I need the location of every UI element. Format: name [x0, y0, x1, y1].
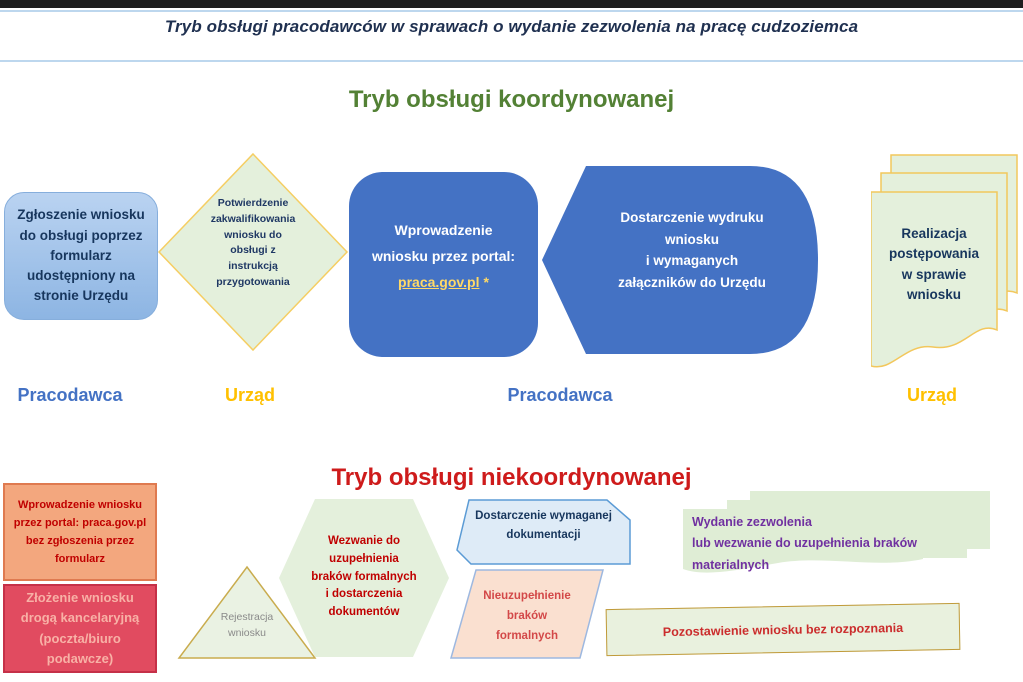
registration-triangle-shape	[177, 565, 317, 659]
step-deliver-docs-text: Dostarczenie wymaganej dokumentacji	[475, 510, 612, 541]
step-permit-or-call-text: Wydanie zezwolenia lub wezwanie do uzupe…	[692, 515, 918, 572]
title-separator-top	[0, 10, 1023, 12]
step-portal-no-form-box: Wprowadzenie wniosku przez portal: praca…	[3, 483, 157, 581]
call-to-complete-hexagon-shape	[279, 499, 449, 657]
actor-label-pracodawca-2: Pracodawca	[507, 385, 613, 405]
not-completed-parallelogram-shape	[450, 569, 604, 659]
coordinated-section-heading: Tryb obsługi koordynowanej	[348, 86, 675, 113]
step-left-unprocessed-text: Pozostawienie wniosku bez rozpoznania	[662, 620, 904, 639]
step-submit-form-box: Zgłoszenie wniosku do obsługi poprzez fo…	[4, 192, 158, 320]
title-separator-bottom	[0, 60, 1023, 62]
processing-documents-stack	[871, 154, 1018, 368]
step-deliver-printout-text: Dostarczenie wydruku wniosku i wymaganyc…	[618, 210, 766, 290]
step-call-to-complete-text: Wezwanie do uzupełnienia braków formalny…	[311, 535, 417, 619]
actor-label-urzad-2: Urząd	[906, 385, 957, 405]
portal-asterisk: *	[483, 273, 489, 290]
step-paper-submission-box: Złożenie wniosku drogą kancelaryjną (poc…	[3, 584, 157, 673]
step-processing-text: Realizacja postępowania w sprawie wniosk…	[888, 226, 979, 302]
page-title: Tryb obsługi pracodawców w sprawach o wy…	[164, 17, 859, 36]
step-registration-text: Rejestracja wniosku	[220, 611, 274, 639]
permit-sheets-stack	[683, 491, 990, 573]
actor-label-urzad-1: Urząd	[224, 385, 275, 405]
praca-gov-pl-link[interactable]: praca.gov.pl	[398, 273, 480, 290]
step-confirmation-text: Potwierdzenie zakwalifikowania wniosku d…	[210, 197, 296, 288]
step-left-unprocessed-box: Pozostawienie wniosku bez rozpoznania	[605, 602, 961, 657]
step-not-completed-text: Nieuzupełnienie braków formalnych	[483, 590, 571, 643]
actor-label-pracodawca-1: Pracodawca	[17, 385, 123, 405]
portal-entry-text: Wprowadzenie wniosku przez portal:	[371, 222, 516, 264]
deliver-printout-arrow-shape	[542, 166, 818, 354]
deliver-docs-banner-shape	[456, 499, 631, 565]
uncoordinated-section-heading: Tryb obsługi niekoordynowanej	[331, 464, 692, 491]
top-black-bar	[0, 0, 1023, 8]
confirmation-diamond-shape	[157, 152, 349, 352]
step-portal-entry-box: Wprowadzenie wniosku przez portal: praca…	[349, 172, 538, 357]
